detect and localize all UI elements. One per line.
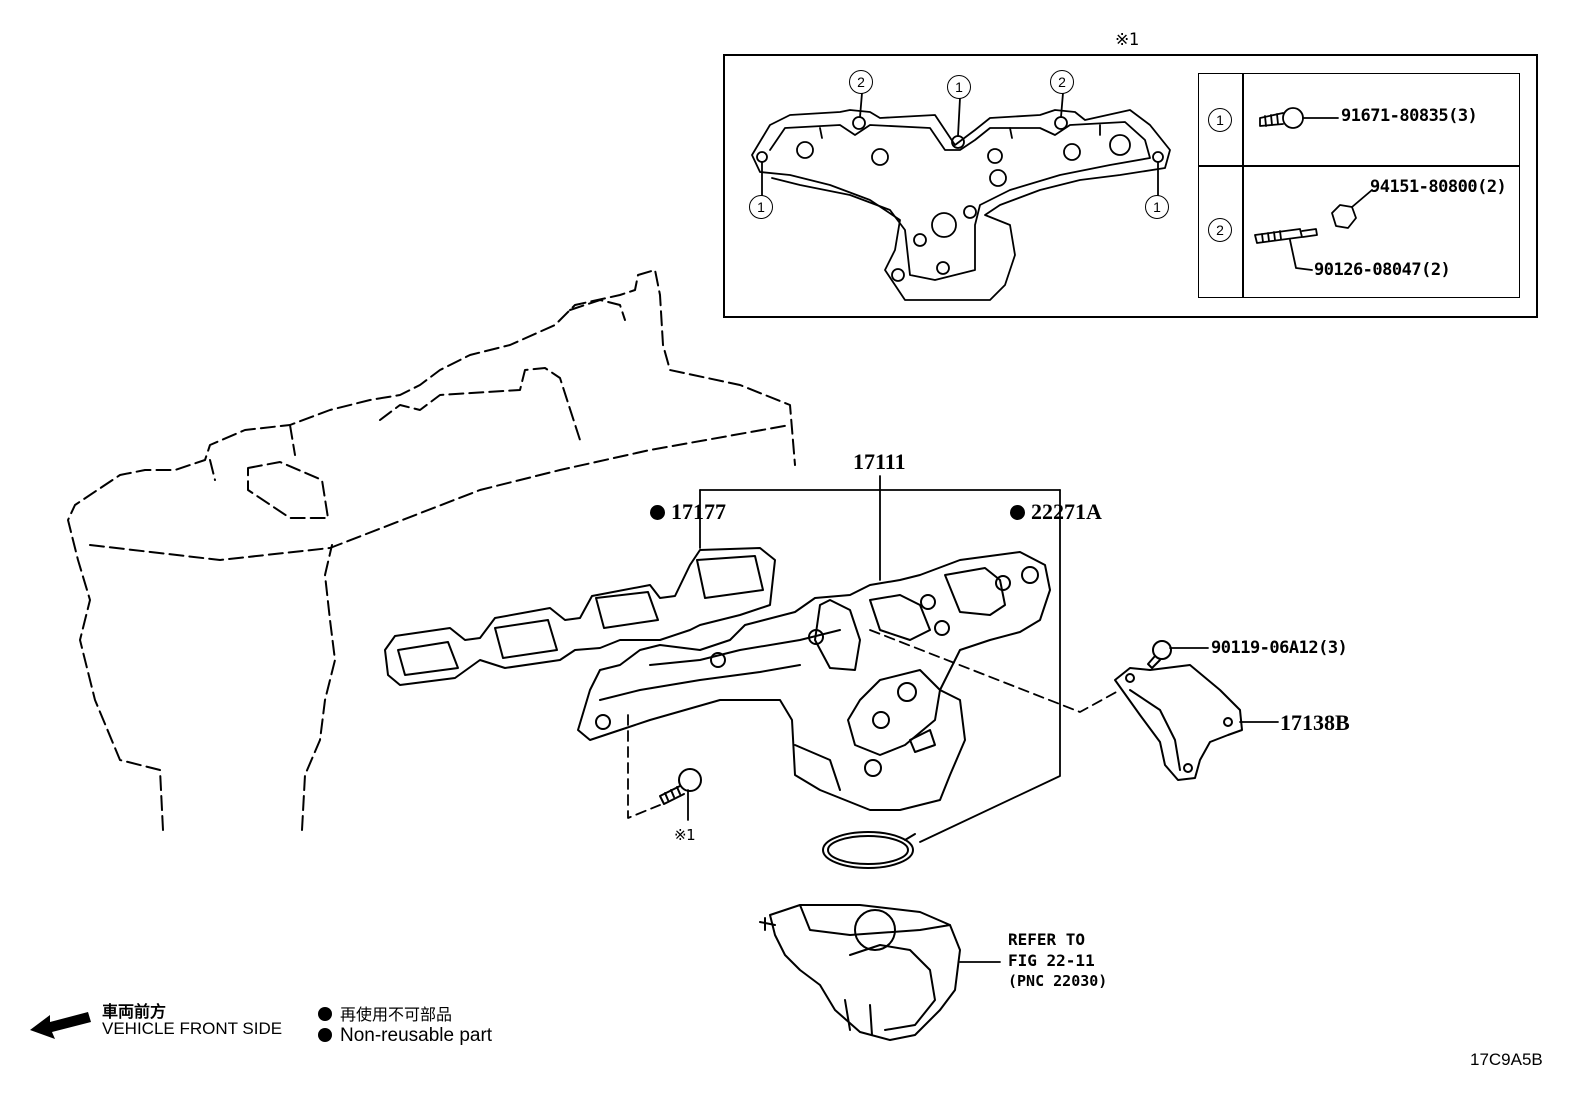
leader-lines	[687, 475, 1279, 963]
part-91671: 91671-80835(3)	[1341, 106, 1478, 126]
inset-callout-d: 1	[749, 195, 773, 219]
part-label-90119: 90119-06A12(3)	[1211, 638, 1348, 658]
inset-callout-c: 2	[1050, 70, 1074, 94]
ring-gasket-22271A	[822, 831, 916, 869]
part-90126: 90126-08047(2)	[1314, 260, 1451, 280]
non-reusable-dot	[650, 505, 665, 520]
manifold-gasket-17177	[384, 547, 776, 686]
inset-fasteners	[1254, 107, 1373, 271]
legend-dot	[318, 1007, 332, 1021]
part-label-22271A: 22271A	[1010, 499, 1102, 525]
non-reusable-dot	[1010, 505, 1025, 520]
part-94151: 94151-80800(2)	[1370, 177, 1507, 197]
catalyst-reference-part	[759, 904, 961, 1041]
figure-code: 17C9A5B	[1470, 1050, 1543, 1069]
fastener-table	[1198, 73, 1520, 298]
inset-frame	[723, 54, 1538, 318]
legend-dot	[318, 1028, 332, 1042]
exhaust-manifold-17111	[577, 551, 1051, 811]
part-label-17138B: 17138B	[1280, 710, 1350, 735]
part-label-17177: 17177	[650, 499, 726, 525]
legend-front-jp: 車両前方	[102, 1002, 167, 1021]
inset-callout-a: 2	[849, 70, 873, 94]
engine-block-outline	[67, 269, 796, 831]
reference-note: REFER TO FIG 22-11 (PNC 22030)	[1008, 929, 1107, 992]
legend-nonreuse-en: Non-reusable part	[318, 1025, 492, 1047]
alignment-lines	[627, 629, 1121, 819]
part-label-17111: 17111	[853, 449, 906, 474]
inset-callout-e: 1	[1145, 195, 1169, 219]
manifold-bolt	[659, 768, 702, 805]
bracket-bolt-90119	[1147, 640, 1172, 669]
fastener-table-row-divider	[1198, 165, 1520, 167]
reference-line-3: (PNC 22030)	[1008, 972, 1108, 990]
inset-mark: ※1	[1115, 30, 1139, 50]
vehicle-front-arrow	[30, 1012, 91, 1039]
fastener-row1-marker: 1	[1208, 108, 1232, 132]
fastener-row2-marker: 2	[1208, 218, 1232, 242]
fastener-table-divider	[1242, 73, 1244, 298]
reference-line-2: FIG 22-11	[1008, 951, 1095, 970]
legend-front-en: VEHICLE FRONT SIDE	[102, 1019, 283, 1038]
bolt-mark: ※1	[674, 826, 696, 844]
inset-gasket-drawing	[751, 92, 1171, 301]
bracket-17138B	[1114, 664, 1243, 781]
legend-nonreuse-jp: 再使用不可部品	[318, 1001, 452, 1025]
inset-callout-b: 1	[947, 75, 971, 99]
reference-line-1: REFER TO	[1008, 930, 1086, 949]
